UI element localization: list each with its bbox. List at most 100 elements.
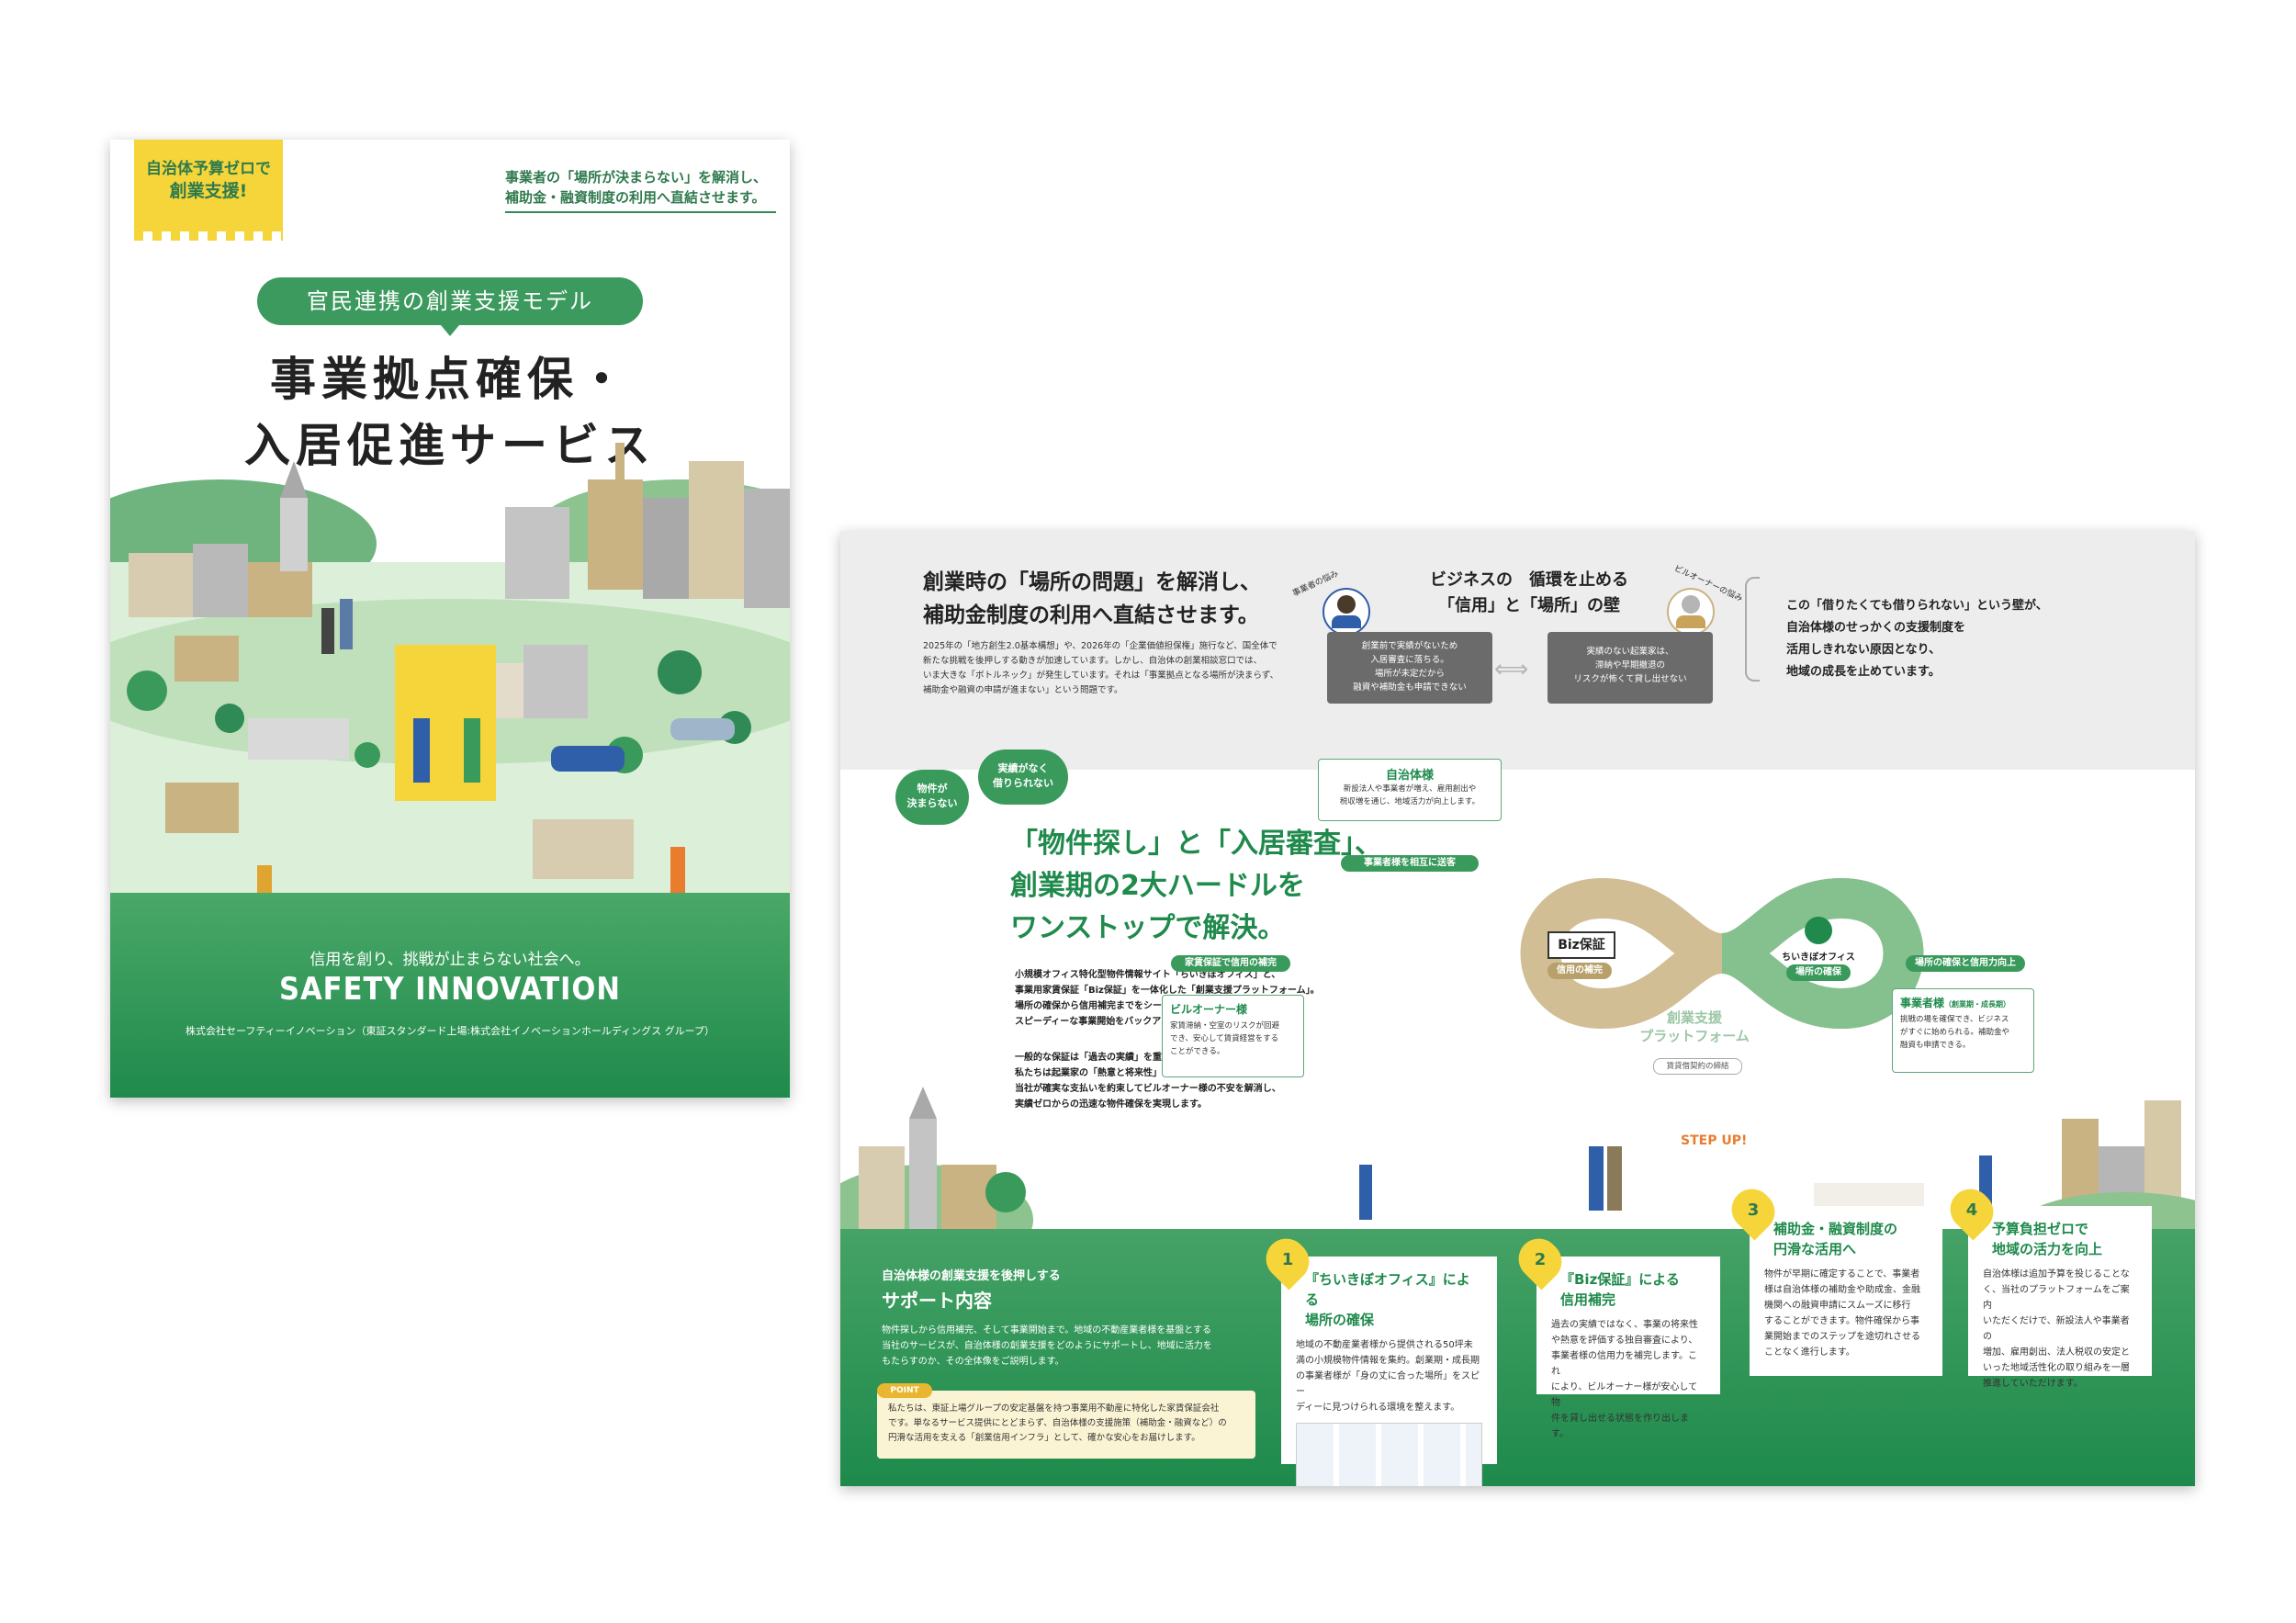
- founder-avatar: [1322, 588, 1370, 636]
- step4-text-line4: 増加、雇用創出、法人税収の安定と: [1983, 1347, 2130, 1358]
- business-text-line3: 融資も申請できる。: [1900, 1041, 1971, 1050]
- spread-headline-line1: 創業時の「場所の問題」を解消し、: [923, 570, 1261, 594]
- body1-line1: 小規模オフィス特化型物件情報サイト「ちいきぼオフィス」と、: [1015, 970, 1281, 980]
- step-up-label: STEP UP!: [1681, 1133, 1748, 1148]
- step1-text-line1: 地域の不動産業者様から提供される50坪未: [1296, 1340, 1473, 1350]
- owner-text: 家賃滞納・空室のリスクが回避 でき、安心して賃貸経営をする ことができる。: [1170, 1020, 1296, 1058]
- municipality-text-line2: 税収増を通じ、地域活力が向上します。: [1339, 797, 1480, 806]
- wall-note-line3: 活用しきれない原因となり、: [1786, 643, 1941, 657]
- step-card-1: 『ちいきぼオフィス』による 場所の確保 地域の不動産業者様から提供される50坪未…: [1281, 1257, 1497, 1486]
- step3-text-line4: することができます。物件確保から事: [1764, 1316, 1919, 1326]
- business-title: 事業者様（創業期・成長期）: [1900, 995, 2026, 1010]
- cover-tagline-line2: 補助金・融資制度の利用へ直結させます。: [505, 189, 766, 206]
- step4-text-line2: く、当社のプラットフォームをご案内: [1983, 1285, 2130, 1311]
- wall-note-line4: 地域の成長を止めています。: [1786, 665, 1941, 679]
- body1-line4: スピーディーな事業開始をバックアップ。: [1015, 1017, 1188, 1027]
- bubble-a-line1: 物件が: [917, 783, 948, 795]
- step3-title-line1: 補助金・融資制度の: [1773, 1221, 1898, 1237]
- cover-badge: 自治体予算ゼロで 創業支援!: [134, 140, 283, 241]
- step-card-4: 予算負担ゼロで 地域の活力を向上 自治体様は追加予算を投じることな く、当社のプ…: [1968, 1206, 2152, 1389]
- point-text-line1: 私たちは、東証上場グループの安定基盤を持つ事業用不動産に特化した家賃保証会社: [888, 1403, 1220, 1414]
- step3-text-line1: 物件が早期に確定することで、事業者: [1764, 1269, 1920, 1279]
- step2-text-line2: や熱意を評価する独自審査により、: [1551, 1336, 1698, 1346]
- tag-location-secured: 場所の確保: [1786, 964, 1851, 981]
- cover-subtitle-pill: 官民連携の創業支援モデル: [257, 277, 643, 336]
- owner-text-line2: でき、安心して賃貸経営をする: [1170, 1034, 1279, 1043]
- tag-mutual-referral: 事業者様を相互に送客: [1341, 855, 1479, 872]
- cover-company-name: 株式会社セーフティーイノベーション（東証スタンダード上場:株式会社イノベーション…: [185, 1025, 715, 1037]
- point-label: POINT: [877, 1383, 932, 1398]
- wall-title: ビジネスの 循環を止める 「信用」と「場所」の壁: [1391, 568, 1667, 619]
- point-text: 私たちは、東証上場グループの安定基盤を持つ事業用不動産に特化した家賃保証会社 で…: [888, 1402, 1244, 1446]
- step2-text-line4: により、ビルオーナー様が安心して物: [1551, 1382, 1698, 1408]
- step1-text-line4: ディーに見つけられる環境を整えます。: [1296, 1403, 1460, 1413]
- step3-number: 3: [1747, 1200, 1760, 1220]
- main-heading: 「物件探し」と「入居審査」、 創業期の2大ハードルを ワンストップで解決。: [1010, 823, 1382, 950]
- cover-brand-logo: SAFETY INNOVATION: [278, 971, 622, 1008]
- business-text: 挑戦の場を確保でき、ビジネス がすぐに始められる。補助金や 融資も申請できる。: [1900, 1013, 2026, 1052]
- support-text-line2: 当社のサービスが、自治体様の創業支援をどのようにサポートし、地域に活力を: [882, 1341, 1212, 1351]
- founder-worry-line4: 融資や補助金も申請できない: [1353, 682, 1467, 693]
- step2-text-line3: 事業者様の信用力を補完します。これ: [1551, 1351, 1697, 1377]
- step3-title-line2: 円滑な活用へ: [1773, 1241, 1857, 1257]
- step-card-3: 補助金・融資制度の 円滑な活用へ 物件が早期に確定することで、事業者 様は自治体…: [1750, 1206, 1942, 1376]
- bracket-divider: [1745, 577, 1760, 682]
- owner-worry-line1: 実績のない起業家は、: [1586, 647, 1674, 657]
- step1-number: 1: [1281, 1250, 1294, 1269]
- owner-worry-line2: 滞納や早期撤退の: [1594, 660, 1665, 671]
- cover-title: 事業拠点確保・ 入居促進サービス: [110, 346, 790, 479]
- body2-line3: 当社が確実な支払いを約束してビルオーナー様の不安を解消し、: [1015, 1084, 1281, 1094]
- owner-title: ビルオーナー様: [1170, 1003, 1248, 1016]
- step2-title: 『Biz保証』による 信用補完: [1560, 1269, 1705, 1310]
- spread-headline: 創業時の「場所の問題」を解消し、 補助金制度の利用へ直結させます。: [923, 566, 1261, 632]
- spread-headline-line2: 補助金制度の利用へ直結させます。: [923, 603, 1259, 627]
- step4-title-line1: 予算負担ゼロで: [1992, 1221, 2089, 1237]
- chiiki-office-logo: ちいきぼオフィス: [1782, 952, 1855, 963]
- step4-text-line6: 推進していただけます。: [1983, 1379, 2083, 1389]
- owner-worry-box: 実績のない起業家は、 滞納や早期撤退の リスクが怖くて貸し出せない: [1548, 632, 1713, 704]
- business-title-main: 事業者様: [1900, 997, 1945, 1009]
- bubble-a-line2: 決まらない: [906, 797, 958, 809]
- municipality-title: 自治体様: [1385, 769, 1434, 783]
- wall-note-line2: 自治体様のせっかくの支援制度を: [1786, 621, 1966, 635]
- intro-line1: 2025年の「地方創生2.0基本構想」や、2026年の「企業価値担保権」施行など…: [923, 641, 1277, 651]
- body2-line1: 一般的な保証は「過去の実績」を重視しますが、: [1015, 1053, 1217, 1063]
- cover-title-line2: 入居促進サービス: [244, 419, 656, 472]
- website-screenshot-thumbnail: [1296, 1423, 1482, 1486]
- cover-green-band: [110, 893, 790, 1098]
- body-paragraph-1: 小規模オフィス特化型物件情報サイト「ちいきぼオフィス」と、 事業用家賃保証「Bi…: [1015, 967, 1320, 1030]
- step1-text-line2: 満の小規模物件情報を集約。創業期・成長期: [1296, 1356, 1480, 1366]
- step-card-2: 『Biz保証』による 信用補完 過去の実績ではなく、事業の将来性 や熱意を評価す…: [1536, 1257, 1720, 1439]
- municipality-box: 自治体様 新設法人や事業者が増え、雇用創出や 税収増を通じ、地域活力が向上します…: [1318, 759, 1502, 821]
- step4-text-line1: 自治体様は追加予算を投じることな: [1983, 1269, 2130, 1279]
- tag-credit-complement: 家賃保証で信用の補完: [1171, 955, 1290, 972]
- step1-title-line2: 場所の確保: [1305, 1312, 1375, 1328]
- point-text-line2: です。単なるサービス提供にとどまらず、自治体様の支援施策（補助金・融資など）の: [888, 1418, 1227, 1428]
- step3-title: 補助金・融資制度の 円滑な活用へ: [1773, 1219, 1928, 1259]
- wall-title-line1: ビジネスの 循環を止める: [1430, 570, 1628, 590]
- cover-title-line1: 事業拠点確保・: [270, 353, 630, 406]
- step1-text-line3: の事業者様が「身の丈に合った場所」をスピー: [1296, 1371, 1480, 1397]
- owner-text-line1: 家賃滞納・空室のリスクが回避: [1170, 1021, 1280, 1031]
- step3-text-line3: 機関への融資申請にスムーズに移行: [1764, 1301, 1911, 1311]
- intro-line3: いま大きな「ボトルネック」が発生しています。それは「事業拠点となる場所が決まらず…: [923, 671, 1279, 681]
- wall-note: この「借りたくても借りられない」という壁が、 自治体様のせっかくの支援制度を 活…: [1786, 595, 2048, 683]
- step3-text-line5: 業開始までのステップを途切れさせる: [1764, 1332, 1920, 1342]
- step2-number: 2: [1534, 1250, 1547, 1269]
- tag-location-credit: 場所の確保と信用力向上: [1906, 955, 2025, 972]
- body2-line2: 私たちは起業家の「熱意と将来性」を評価。: [1015, 1068, 1199, 1078]
- business-text-line1: 挑戦の場を確保でき、ビジネス: [1900, 1015, 2009, 1024]
- step1-title: 『ちいきぼオフィス』による 場所の確保: [1305, 1269, 1482, 1330]
- main-heading-line2: 創業期の2大ハードルを: [1010, 870, 1305, 902]
- founder-worry-line3: 場所が未定だから: [1374, 669, 1445, 679]
- support-text-line1: 物件探しから信用補完、そして事業開始まで。地域の不動産業者様を基盤とする: [882, 1325, 1211, 1336]
- step4-number: 4: [1965, 1200, 1978, 1220]
- step3-text-line6: ことなく進行します。: [1764, 1347, 1855, 1358]
- bubble-not-decided: 物件が 決まらない: [895, 770, 969, 825]
- cover-badge-line2: 創業支援!: [169, 181, 248, 201]
- cover-slogan: 信用を創り、挑戦が止まらない社会へ。: [310, 951, 591, 969]
- business-owner-box: 事業者様（創業期・成長期） 挑戦の場を確保でき、ビジネス がすぐに始められる。補…: [1892, 988, 2034, 1073]
- wall-title-line2: 「信用」と「場所」の壁: [1438, 596, 1620, 615]
- step4-text: 自治体様は追加予算を投じることな く、当社のプラットフォームをご案内 いただくだ…: [1983, 1267, 2137, 1392]
- owner-text-line3: ことができる。: [1170, 1047, 1225, 1056]
